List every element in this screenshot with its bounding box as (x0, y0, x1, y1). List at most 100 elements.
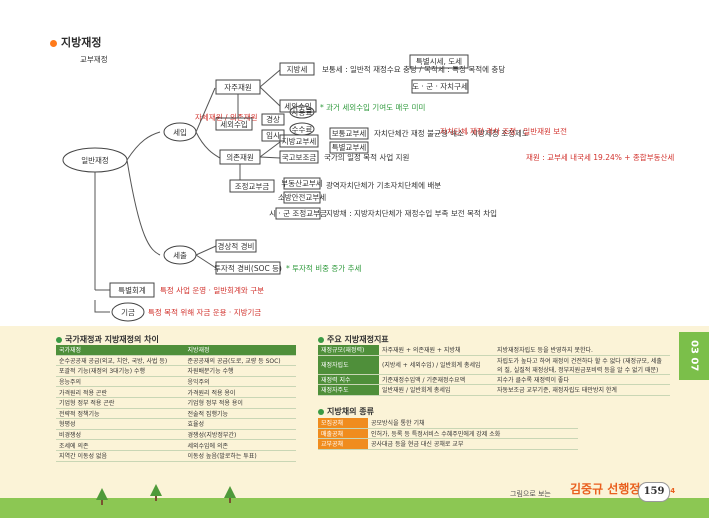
table-cell: 가격원리 적용 용이 (184, 386, 296, 398)
temporary-node: 임시 (266, 131, 280, 140)
other-note: * 과거 세외수입 기여도 매우 미미 (320, 102, 425, 112)
dependent-node: 의존재원 (226, 152, 254, 162)
comparison-table: 국가재정 지방재정 순수공공재 공급(외교, 치안, 국방, 사법 등)준공공재… (56, 345, 296, 462)
table-cell: 자립도가 높다고 하여 재정이 건전하다 할 수 없다 (재정규모, 세출의 질… (494, 355, 670, 375)
branch-expenditure: 세출 (173, 250, 187, 260)
table-cell: 준공공재의 공급(도로, 교량 등 SOC) (184, 355, 296, 367)
fee-node: 사용료 (292, 108, 313, 117)
bullet-icon (50, 39, 57, 47)
subsidy-node: 국고보조금 (282, 153, 317, 162)
ground-strip (0, 498, 709, 518)
tax-note: 보통세 : 일반적 재정수요 충당 / 목적세 : 특정 목적에 충당 (322, 64, 505, 74)
table-cell: 이동성 높음(발로하는 투표) (184, 450, 296, 462)
table-cell: 포괄적 기능(재정의 3대기능) 수행 (56, 365, 185, 377)
table-row: 순수공공재 공급(외교, 치안, 국방, 사법 등)준공공재의 공급(도로, 교… (56, 355, 296, 367)
fund-note: 특정 목적 위해 자금 운용 · 지방기금 (148, 307, 261, 317)
chapter-tab: 03 07 (679, 332, 709, 380)
fire-grant: 소방안전교부세 (278, 192, 326, 202)
col-local: 지방재정 (184, 345, 296, 356)
table-cell: 자주재원 + 의존재원 + 지방채 (379, 345, 494, 356)
subsidy-note-0: 국가의 일정 목적 사업 지원 (324, 152, 410, 162)
table-cell: 비경쟁성 (56, 429, 185, 441)
table-cell: 공사대금 등을 현금 대신 공채로 교부 (368, 438, 578, 450)
table-cell: 재정규모(재정력) (318, 345, 379, 356)
page-number: 159 (638, 482, 670, 502)
table-cell: 기준재정수입액 / 기준재정수요액 (379, 374, 494, 386)
table-cell: 재정자주도 (318, 384, 379, 396)
table-cell: 자동보조금 교부기준, 재정자립도 태만방지 한계 (494, 384, 670, 396)
table-cell: 재정력 지수 (318, 374, 379, 386)
table-cell: 응익주의 (184, 376, 296, 388)
table-cell: 효율성 (184, 418, 296, 430)
normal-grant: 보통교부세 (332, 129, 367, 138)
self-revenue-node: 자주재원 (224, 83, 252, 92)
table-cell: (지방세 + 세외수입) / 일반회계 총세입 (379, 355, 494, 375)
table-cell: 전술적 집행기능 (184, 408, 296, 420)
root-label: 일반재정 (81, 155, 109, 165)
revenue-side-note: 자체재원 / 의존재원 (195, 112, 258, 122)
table-cell: 지수가 클수록 재정력이 좋다 (494, 374, 670, 386)
subsidy-note-1: 광역자치단체가 기초자치단체에 배분 (326, 180, 441, 190)
table-cell: 세외수입에 의존 (184, 439, 296, 451)
table-cell: 가격원리 적용 곤란 (56, 386, 185, 398)
section-title: 지방재정 (50, 34, 101, 50)
grant-note: 자치단체간 재정 불균형 해소 · 지방재정 조정제도 (374, 128, 529, 138)
table-cell: 자원배분기능 수행 (184, 365, 296, 377)
branch-revenue: 세입 (173, 128, 187, 137)
special-grant: 특별교부세 (332, 142, 367, 152)
branch-special-account: 특별회계 (118, 285, 146, 295)
special-account-note: 특정 사업 운영 · 일반회계와 구분 (160, 285, 264, 295)
county-grant: 시 · 군 조정교부금 (269, 208, 327, 218)
special-note: 자치단체 재정 격차 조정 · 일반재원 보전 (440, 126, 567, 136)
table-cell: 일반재원 / 일반회계 총세입 (379, 384, 494, 396)
section2-heading: 주요 지방재정지표 (318, 334, 389, 345)
table-cell: 조세에 의존 (56, 439, 185, 451)
bullet-icon (318, 408, 324, 415)
current-expense: 경상적 경비 (218, 241, 255, 251)
invest-expense: 투자적 경비(SOC 등) (214, 263, 282, 273)
section3-heading: 지방채의 종류 (318, 406, 374, 417)
footer-caption: 그림으로 보는 (510, 490, 551, 498)
table-cell: 지역간 이동성 없음 (56, 450, 185, 462)
bullet-icon (318, 336, 324, 343)
title-text: 지방재정 (61, 36, 102, 49)
table-cell: 재정자립도 (318, 355, 379, 375)
table-cell: 모집공채 (318, 418, 368, 429)
table-cell: 공모방식을 통한 기채 (368, 418, 578, 429)
top-note: 교부재정 (80, 54, 108, 64)
tree-icon (150, 484, 162, 496)
table-cell: 교부공채 (318, 438, 368, 450)
table-cell: 경쟁성(지방정부간) (184, 429, 296, 441)
tree-icon (224, 486, 236, 498)
local-tax-node: 지방세 (287, 64, 308, 74)
col-national: 국가재정 (56, 345, 185, 356)
table-cell: 지방재정자립도 등을 반영하지 못한다. (494, 345, 670, 356)
expenditure-note: * 투자적 비중 증가 추세 (286, 263, 361, 273)
recurring-node: 경상 (266, 114, 280, 124)
bullet-icon (56, 336, 62, 343)
charge-node: 수수료 (292, 125, 313, 134)
table-cell: 응능주의 (56, 376, 185, 388)
realestate-grant: 부동산교부세 (281, 178, 322, 188)
tax-class-b: 도 · 군 · 자치구세 (412, 82, 468, 91)
table-cell: 인허가, 등록 등 특정서비스 수혜주민에게 강제 소화 (368, 428, 578, 440)
table-cell: 매출공채 (318, 428, 368, 440)
